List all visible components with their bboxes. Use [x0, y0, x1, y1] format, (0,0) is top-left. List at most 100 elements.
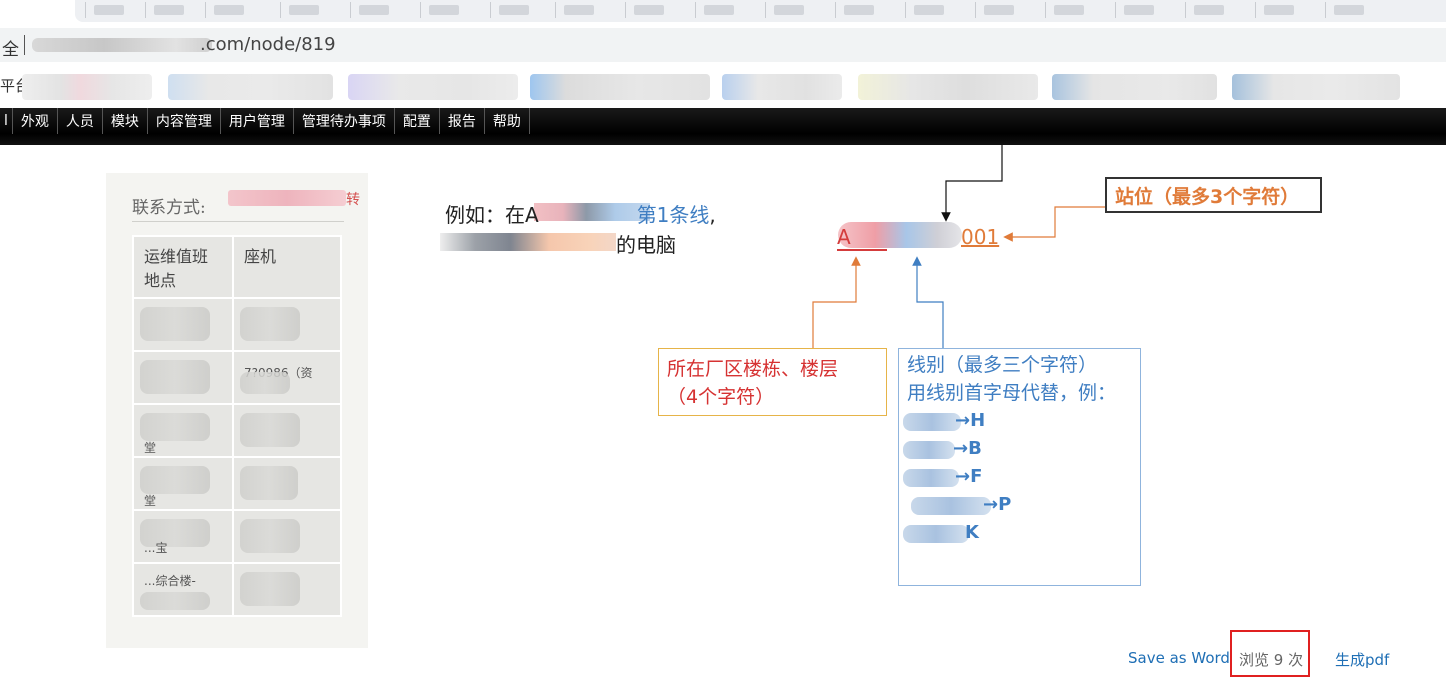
bookmark-item[interactable]	[1232, 74, 1400, 100]
browser-tab-strip	[0, 0, 1446, 28]
browser-tab[interactable]	[905, 2, 961, 18]
table-row: 堂	[132, 456, 342, 511]
column-header-location: 运维值班地点	[132, 235, 234, 299]
example-line-2: 的电脑	[616, 233, 676, 257]
redacted-example-text	[534, 203, 650, 221]
bookmark-item[interactable]	[348, 74, 518, 100]
admin-menu-item-todo[interactable]: 管理待办事项	[294, 108, 395, 134]
connector-floor	[812, 256, 861, 348]
view-count: 浏览 9 次	[1239, 651, 1304, 669]
browser-tab[interactable]	[490, 2, 546, 18]
diagram-connectors	[812, 145, 1105, 348]
divider	[132, 221, 344, 222]
line-mapping-row: K	[903, 519, 1132, 547]
browser-tab[interactable]	[975, 2, 1031, 18]
floor-box: 所在厂区楼栋、楼层 （4个字符）	[658, 348, 887, 416]
bookmark-item[interactable]	[722, 74, 842, 100]
browser-tab[interactable]	[85, 2, 141, 18]
table-cell: ...宝	[132, 509, 234, 564]
admin-menu-item-config[interactable]: 配置	[395, 108, 440, 134]
admin-menu-item-help[interactable]: 帮助	[485, 108, 530, 134]
line-box-title-2: 用线别首字母代替，例：	[907, 382, 1117, 404]
address-separator	[24, 35, 25, 55]
line-code-box: 线别（最多三个字符） 用线别首字母代替，例： →H →B →F →P K	[898, 348, 1141, 586]
admin-menu-item-reports[interactable]: 报告	[440, 108, 485, 134]
redacted-contact	[228, 190, 346, 206]
bookmark-item[interactable]	[530, 74, 710, 100]
browser-tab[interactable]	[555, 2, 611, 18]
browser-tab[interactable]	[835, 2, 891, 18]
line-mapping-row: →F	[903, 463, 1132, 491]
line-mapping-row: →P	[907, 491, 1132, 519]
contact-label: 联系方式:	[132, 198, 206, 218]
generate-pdf-link[interactable]: 生成pdf	[1335, 651, 1390, 669]
connector-station	[1003, 206, 1105, 242]
code-prefix: A	[837, 225, 851, 249]
table-cell: 7?0986（资	[232, 350, 342, 405]
browser-tab[interactable]	[145, 2, 201, 18]
redacted-code	[838, 222, 962, 248]
browser-tab[interactable]	[1185, 2, 1241, 18]
url-text[interactable]: .com/node/819	[200, 34, 336, 55]
table-cell: 堂	[132, 403, 234, 458]
bookmark-item[interactable]	[858, 74, 1038, 100]
redacted-domain	[32, 38, 212, 52]
tab-bar	[75, 0, 1446, 22]
browser-tab[interactable]	[625, 2, 681, 18]
browser-tab[interactable]	[205, 2, 261, 18]
bookmark-item[interactable]	[22, 74, 152, 100]
table-row: 堂	[132, 403, 342, 458]
floor-box-line-1: 所在厂区楼栋、楼层	[667, 358, 839, 380]
security-label[interactable]: 全	[2, 40, 19, 60]
table-cell: ...综合楼-	[132, 562, 234, 617]
bookmarks-bar: 平台	[0, 62, 1446, 108]
table-row: ...综合楼-	[132, 562, 342, 617]
table-cell	[232, 403, 342, 458]
save-as-word-link[interactable]: Save as Word	[1128, 649, 1230, 667]
station-box: 站位（最多3个字符）	[1105, 177, 1322, 213]
table-cell	[232, 509, 342, 564]
browser-tab[interactable]	[1325, 2, 1381, 18]
browser-tab[interactable]	[1115, 2, 1171, 18]
admin-menu-item-appearance[interactable]: 外观	[13, 108, 58, 134]
duty-table: 运维值班地点 座机 7?0986（资 堂 堂 ...宝	[132, 235, 342, 617]
address-bar: 全 .com/node/819	[0, 28, 1446, 62]
code-suffix: 001	[961, 225, 1000, 249]
bookmark-item[interactable]	[1052, 74, 1217, 100]
view-count-highlight	[1230, 630, 1310, 677]
browser-tab[interactable]	[280, 2, 336, 18]
browser-tab[interactable]	[420, 2, 476, 18]
line-mapping-row: →B	[903, 435, 1132, 463]
connector-top	[941, 145, 1003, 222]
admin-menu-item-people[interactable]: 人员	[58, 108, 103, 134]
browser-tab[interactable]	[1045, 2, 1101, 18]
column-header-phone: 座机	[232, 235, 342, 299]
line-box-title-1: 线别（最多三个字符）	[907, 354, 1098, 376]
admin-menu-item-content[interactable]: 内容管理	[148, 108, 221, 134]
admin-menu: l 外观 人员 模块 内容管理 用户管理 管理待办事项 配置 报告 帮助	[0, 108, 1446, 134]
table-row	[132, 297, 342, 352]
floor-box-line-2: （4个字符）	[667, 386, 775, 408]
table-cell: 堂	[132, 456, 234, 511]
browser-tab[interactable]	[695, 2, 751, 18]
table-cell	[232, 297, 342, 352]
line-mapping-row: →H	[903, 407, 1132, 435]
url-omnibox[interactable]: 全 .com/node/819	[0, 28, 1446, 62]
browser-tab[interactable]	[1255, 2, 1311, 18]
redacted-example-text	[440, 233, 616, 251]
table-header-row: 运维值班地点 座机	[132, 235, 342, 299]
admin-toolbar: l 外观 人员 模块 内容管理 用户管理 管理待办事项 配置 报告 帮助	[0, 108, 1446, 145]
code-underline	[837, 249, 887, 251]
browser-tab[interactable]	[350, 2, 406, 18]
browser-tab[interactable]	[765, 2, 821, 18]
table-row: ...宝	[132, 509, 342, 564]
table-cell	[132, 350, 234, 405]
table-cell	[132, 297, 234, 352]
bookmark-item[interactable]	[168, 74, 333, 100]
admin-menu-item-edge[interactable]: l	[0, 108, 13, 134]
admin-menu-item-modules[interactable]: 模块	[103, 108, 148, 134]
admin-menu-item-users[interactable]: 用户管理	[221, 108, 294, 134]
table-cell	[232, 562, 342, 617]
